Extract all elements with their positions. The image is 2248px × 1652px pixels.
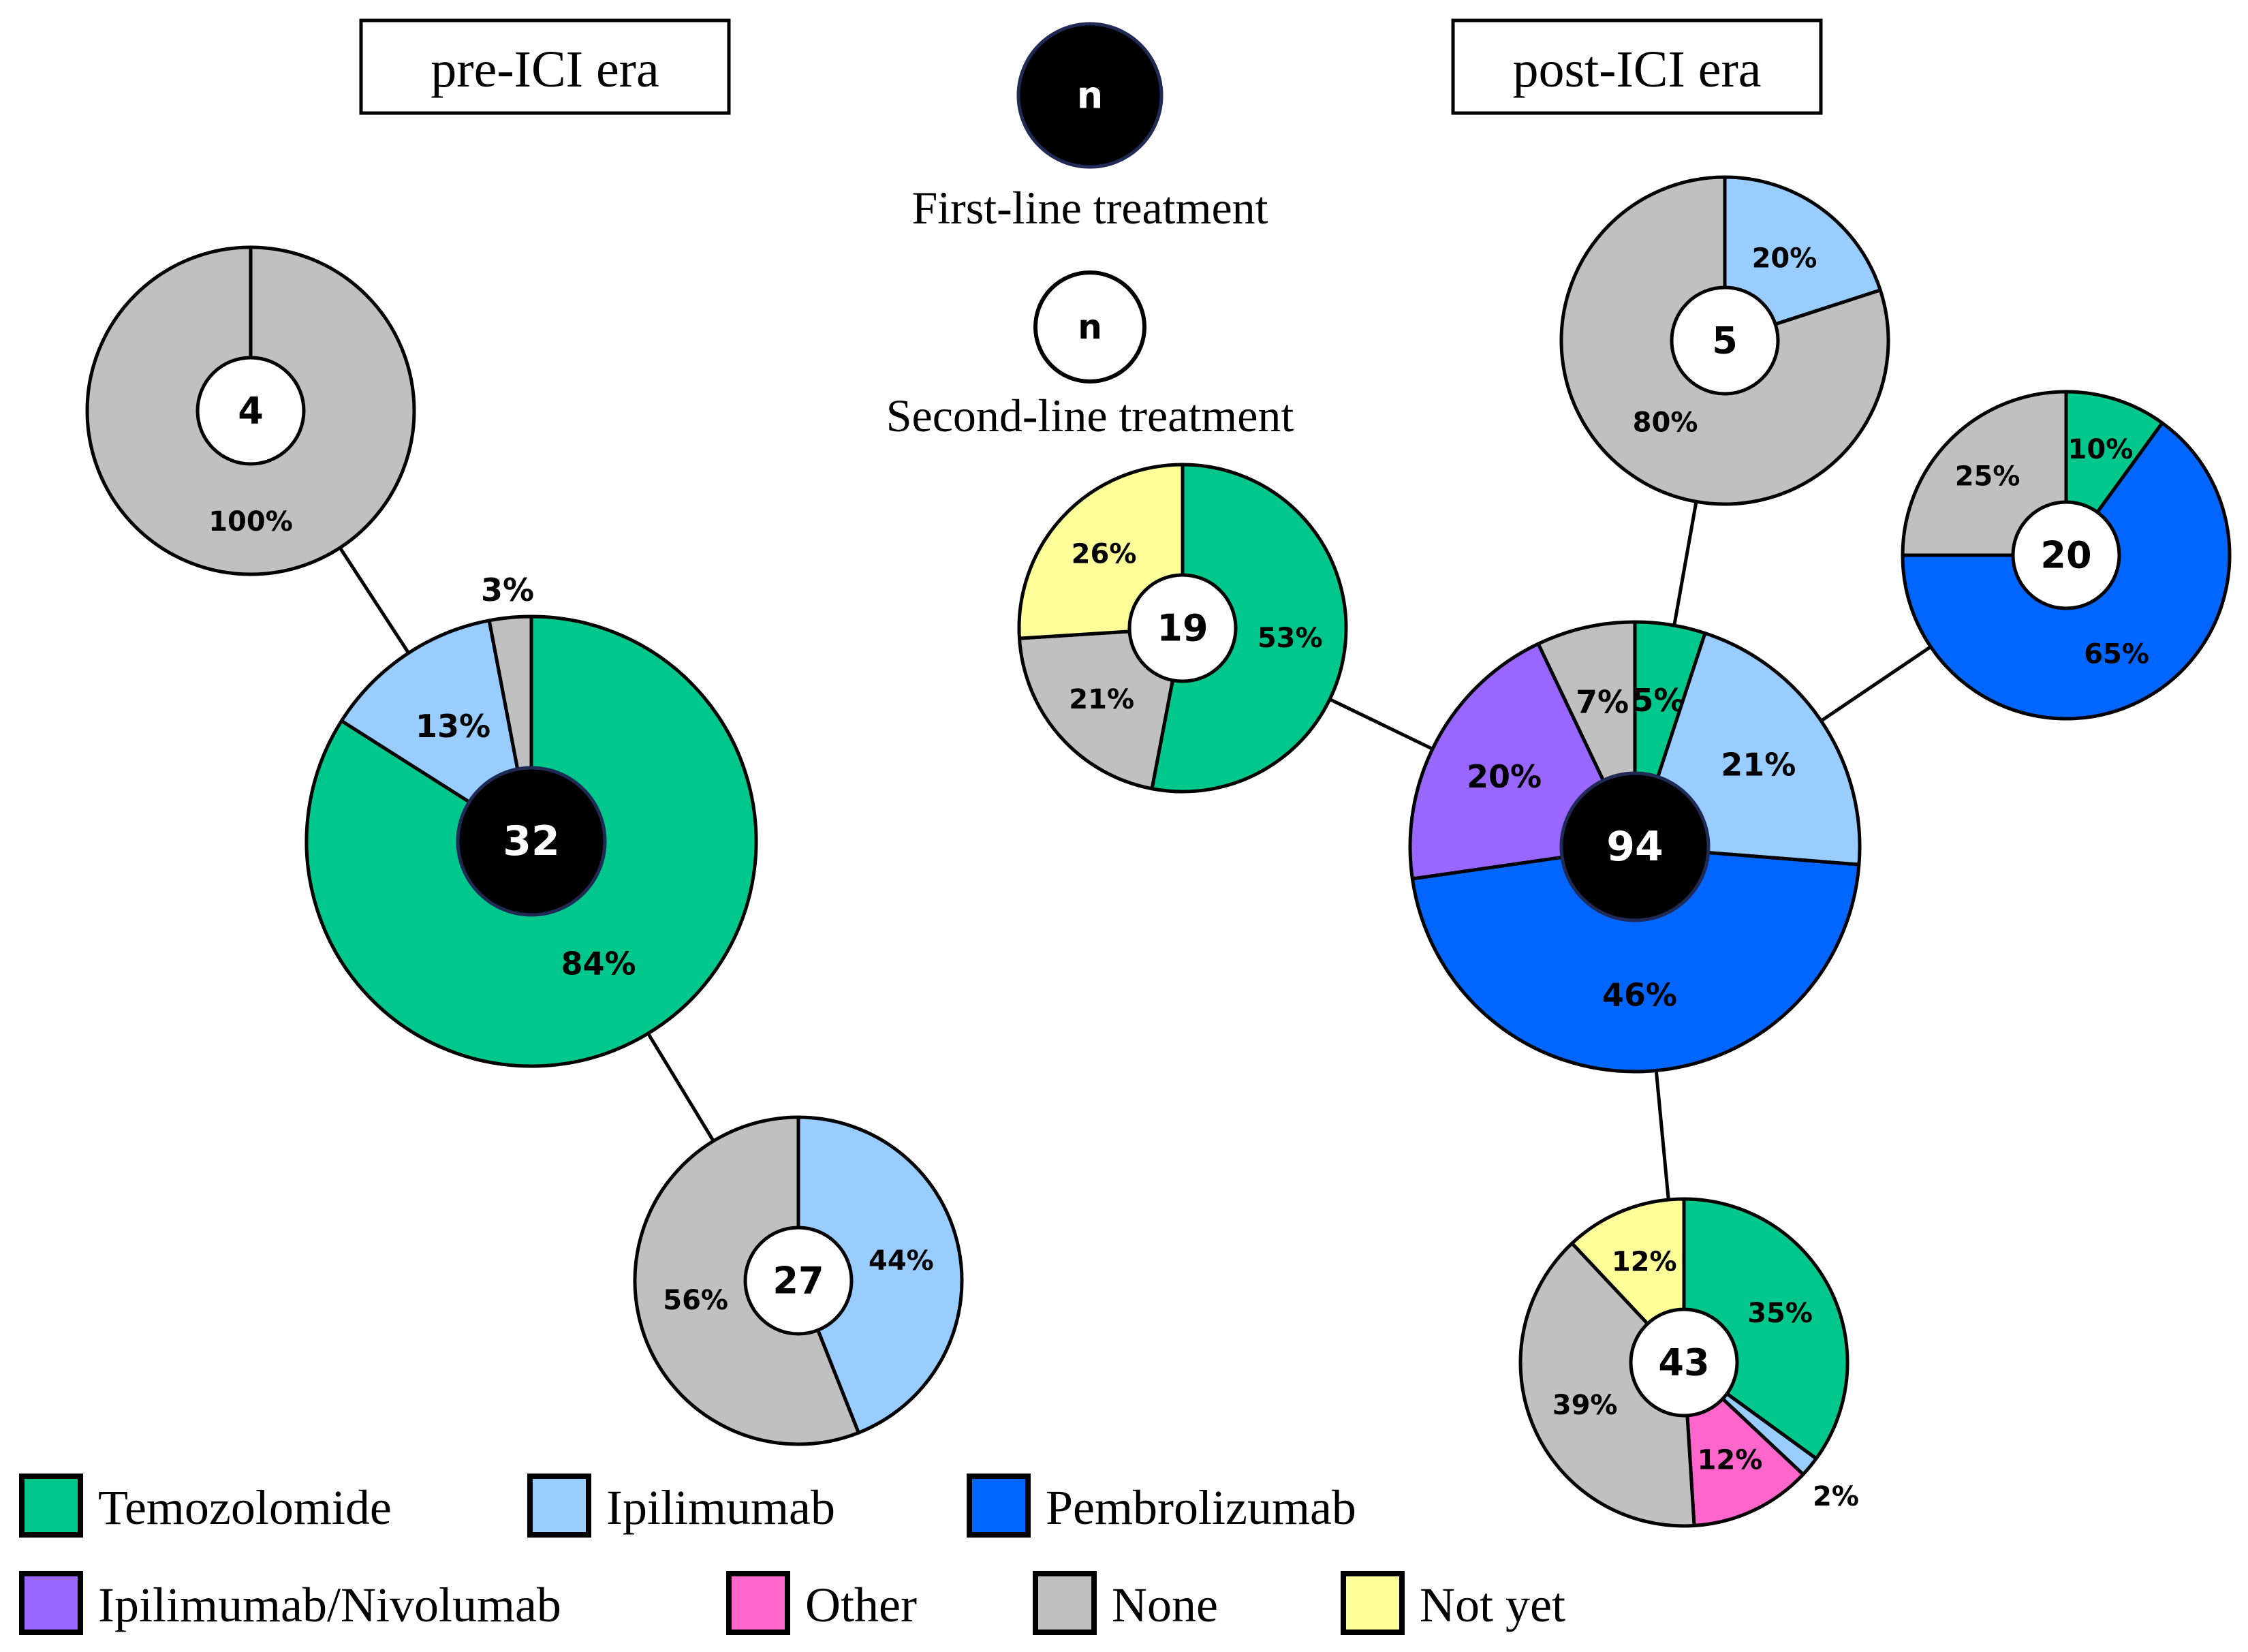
pie-count: 32: [503, 817, 560, 865]
slice-label: 20%: [1752, 243, 1817, 275]
pie-count: 27: [772, 1260, 824, 1303]
pie-center-pre-after-temozolomide: [743, 1226, 854, 1336]
slice-label: 56%: [663, 1285, 728, 1316]
slice-label: 20%: [1467, 758, 1542, 795]
legend-label-pembrolizumab: Pembrolizumab: [1046, 1480, 1356, 1535]
slice-label: 80%: [1633, 407, 1698, 438]
era-header-pre: pre-ICI era: [431, 41, 659, 98]
legend-item-not_yet: Not yet: [1341, 1571, 1565, 1635]
slice-post-after-pembrolizumab-none: [1518, 1241, 1696, 1528]
pie-center-post-first: [1559, 771, 1711, 922]
slice-label: 12%: [1698, 1444, 1763, 1476]
slice-label: 10%: [2068, 434, 2134, 465]
second-line-key-symbol: n: [1078, 307, 1102, 347]
legend-item-pembrolizumab: Pembrolizumab: [967, 1474, 1356, 1538]
legend-label-none: None: [1112, 1578, 1218, 1632]
slice-label: 65%: [2084, 638, 2149, 670]
slice-label: 35%: [1747, 1298, 1813, 1329]
slice-label: 7%: [1576, 684, 1629, 721]
legend-swatch-none: [1033, 1571, 1097, 1635]
pie-post-after-pembrolizumab: 35% 2% 12% 39% 12% 43: [1518, 1197, 1859, 1528]
pie-center-post-after-ipi-nivo: [1127, 573, 1238, 683]
slice-label: 53%: [1258, 623, 1323, 654]
slice-post-after-ipilimumab-none: [1901, 390, 2068, 557]
slice-label: 26%: [1072, 539, 1137, 570]
slice-label: 12%: [1612, 1247, 1677, 1278]
legend-label-not_yet: Not yet: [1420, 1578, 1565, 1632]
pie-count: 43: [1658, 1341, 1709, 1384]
slice-label: 21%: [1721, 746, 1796, 783]
slice-post-after-ipi-nivo-none: [1017, 626, 1185, 791]
pie-center-post-after-ipilimumab: [2011, 500, 2121, 610]
era-header-box-post: [1451, 18, 1823, 115]
legend-swatch-ipilimumab: [527, 1474, 591, 1538]
pie-count: 4: [238, 390, 264, 433]
legend-swatch-not_yet: [1341, 1571, 1405, 1635]
slice-post-after-temozolomide-ipilimumab: [1723, 175, 1882, 343]
era-headers: pre-ICI era post-ICI era: [359, 18, 1823, 115]
pie-count: 20: [2040, 534, 2091, 577]
slice-post-after-pembrolizumab-temozolomide: [1682, 1197, 1849, 1461]
legend-swatch-other: [726, 1571, 790, 1635]
pie-pre-first: 84% 13% 3% 32: [305, 572, 758, 1068]
era-header-box-pre: [359, 18, 731, 115]
slice-post-first-pembrolizumab: [1410, 845, 1861, 1074]
second-line-key-icon: [1033, 270, 1146, 384]
legend-item-ipi_nivo: Ipilimumab/Nivolumab: [19, 1571, 561, 1635]
slice-label: 39%: [1552, 1390, 1618, 1421]
first-line-key-icon: [1016, 22, 1164, 169]
legend-label-ipi_nivo: Ipilimumab/Nivolumab: [98, 1578, 561, 1632]
legend-swatch-temozolomide: [19, 1474, 83, 1538]
legend-swatch-ipi_nivo: [19, 1571, 83, 1635]
slice-label: 46%: [1602, 977, 1677, 1014]
pie-post-after-ipilimumab: 10% 65% 25% 20: [1901, 390, 2232, 721]
slice-label: 44%: [869, 1245, 934, 1277]
slice-label: 13%: [416, 708, 490, 745]
legend-label-ipilimumab: Ipilimumab: [606, 1480, 835, 1535]
pie-count: 19: [1157, 607, 1208, 650]
pie-center-pre-first: [456, 766, 607, 917]
pie-center-post-after-pembrolizumab: [1629, 1307, 1739, 1418]
legend-label-other: Other: [805, 1578, 917, 1632]
pie-post-after-temozolomide: 20% 80% 5: [1559, 175, 1890, 506]
slice-post-after-temozolomide-none: [1559, 175, 1890, 506]
pie-post-after-ipi-nivo: 53% 21% 26% 19: [1017, 463, 1348, 794]
slice-label: 21%: [1069, 684, 1134, 715]
pie-post-first: 5% 21% 46% 20% 7% 94: [1408, 620, 1862, 1074]
legend-item-none: None: [1033, 1571, 1218, 1635]
slice-label: 5%: [1632, 682, 1685, 719]
slice-label: 84%: [561, 945, 636, 982]
pie-center-pre-after-ipilimumab: [196, 356, 306, 466]
pie-pre-after-ipilimumab: 100% 4: [85, 245, 416, 576]
slice-label: 100%: [208, 506, 293, 537]
second-line-key-label: Second-line treatment: [886, 390, 1294, 441]
slice-post-after-ipi-nivo-temozolomide: [1150, 463, 1348, 794]
pie-center-post-after-temozolomide: [1670, 285, 1780, 396]
legend-swatch-pembrolizumab: [967, 1474, 1031, 1538]
pie-count: 94: [1606, 823, 1664, 871]
slice-label: 2%: [1813, 1481, 1859, 1512]
first-line-key-symbol: n: [1077, 74, 1103, 117]
pie-group: 84%13%3%32100%444%56%275%21%46%20%7%9453…: [85, 175, 2232, 1528]
legend-item-temozolomide: Temozolomide: [19, 1474, 392, 1538]
legend-item-other: Other: [726, 1571, 917, 1635]
pie-pre-after-temozolomide: 44% 56% 27: [633, 1115, 964, 1446]
pie-count: 5: [1712, 320, 1738, 362]
slice-label: 3%: [481, 572, 534, 608]
legend: Temozolomide Ipilimumab PembrolizumabIpili…: [19, 1474, 1565, 1635]
legend-item-ipilimumab: Ipilimumab: [527, 1474, 835, 1538]
first-line-key-label: First-line treatment: [911, 182, 1268, 234]
slice-pre-after-temozolomide-ipilimumab: [796, 1115, 964, 1435]
slice-label: 25%: [1955, 461, 2020, 493]
era-header-post: post-ICI era: [1512, 41, 1761, 98]
legend-label-temozolomide: Temozolomide: [98, 1480, 392, 1535]
